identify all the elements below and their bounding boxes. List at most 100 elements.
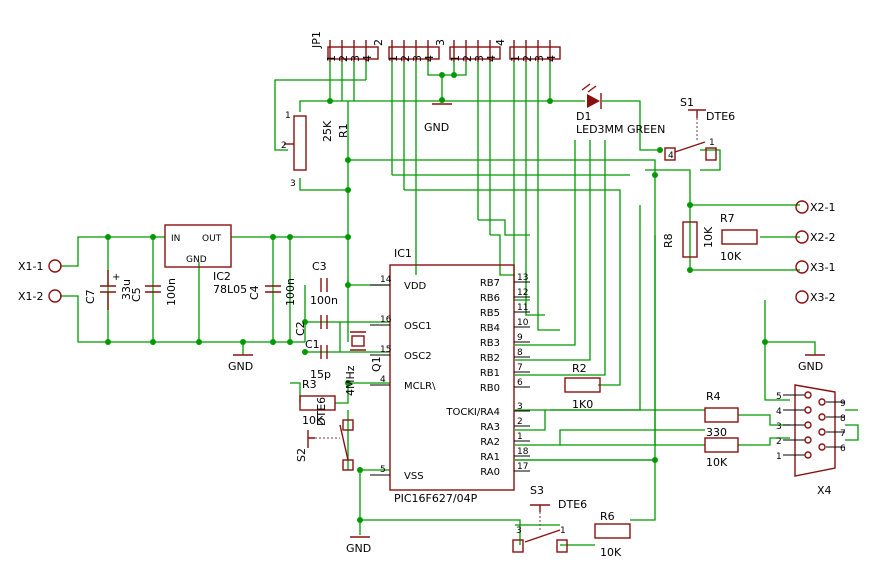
db9-pin-number: 9 <box>840 399 846 409</box>
r6-resistor: R6 10K <box>594 510 631 559</box>
db9-pin-hole <box>804 391 812 399</box>
jp4-label: 4 <box>494 39 507 46</box>
ic1-pin-number: 18 <box>517 447 529 457</box>
ic1-pin-number: 14 <box>380 275 392 285</box>
c4-name: C4 <box>248 285 261 300</box>
header-jp2: 2 <box>372 39 440 62</box>
pin-num: 3 <box>349 55 362 62</box>
r5-resistor: 10K <box>704 437 739 469</box>
c3-capacitor: C3 100n <box>310 260 338 307</box>
r1-value: 25K <box>321 120 334 142</box>
ic1-pin-number: 3 <box>517 402 523 412</box>
jp2-label: 2 <box>372 39 385 46</box>
ic1-pin-number: 12 <box>517 288 528 298</box>
pin-num: 2 <box>337 55 350 62</box>
x3-1-label: X3-1 <box>810 261 836 274</box>
r3-resistor: R3 10K <box>299 378 336 427</box>
x1-terminals: X1-1 X1-2 <box>18 259 62 303</box>
ic1-pin-label: OSC2 <box>404 351 432 362</box>
c1-capacitor: C1 15p <box>305 338 331 381</box>
wires <box>60 62 859 546</box>
ic1-pin-label: RB4 <box>480 323 500 334</box>
ic2-in: IN <box>171 234 180 244</box>
r8-resistor: R8 10K <box>662 221 715 258</box>
s1-pin: 4 <box>668 151 674 161</box>
db9-pin-hole <box>818 428 826 436</box>
pin-num: 2 <box>521 55 534 62</box>
db9-pin-hole <box>804 451 812 459</box>
pin-num: 4 <box>423 55 436 62</box>
c2-name: C2 <box>294 321 307 336</box>
header-jp1: JP1 <box>310 31 379 62</box>
x3-2-label: X3-2 <box>810 291 836 304</box>
pin-num: 4 <box>485 55 498 62</box>
s3-part: DTE6 <box>558 498 587 511</box>
ic1-pin-label: RA1 <box>480 452 500 463</box>
c2-capacitor: C2 <box>294 315 328 336</box>
r7-name: R7 <box>720 212 735 225</box>
r7-value: 10K <box>720 250 742 263</box>
pin-num: 1 <box>325 55 338 62</box>
gnd-label: GND <box>798 360 823 373</box>
db9-pin-number: 5 <box>776 392 782 402</box>
db9-pin-hole <box>818 398 826 406</box>
gnd-symbol-top: GND <box>424 103 452 134</box>
ic1-pin-number: 1 <box>517 432 523 442</box>
c4-value: 100n <box>284 278 297 306</box>
s2-switch: S2 DTE6 <box>295 397 354 471</box>
x2-terminals: X2-1 X2-2 <box>795 200 836 244</box>
s3-pin: 1 <box>560 526 566 536</box>
ic1-pin-label: VDD <box>404 281 427 292</box>
pin-num: 3 <box>533 55 546 62</box>
c1-value: 15p <box>310 368 331 381</box>
db9-pin-number: 8 <box>840 414 846 424</box>
ic1-pin-number: 5 <box>380 465 386 475</box>
r1-potentiometer: 1 2 3 25K R1 <box>281 111 350 189</box>
ic1-pin-number: 4 <box>380 375 386 385</box>
ic1-pin-number: 2 <box>517 417 523 427</box>
ic1-pin-label: MCLR\ <box>404 381 436 392</box>
x2-1-label: X2-1 <box>810 201 836 214</box>
ic2-out: OUT <box>202 234 222 244</box>
ic1-pin-label: RB2 <box>480 353 500 364</box>
jp3-label: 3 <box>434 39 447 46</box>
s3-pin: 3 <box>516 526 522 536</box>
gnd-label: GND <box>424 121 449 134</box>
header-jp3: 3 <box>434 39 501 62</box>
r6-value: 10K <box>600 546 622 559</box>
ic1-part: PIC16F627/04P <box>394 492 478 505</box>
db9-pin-hole <box>804 421 812 429</box>
db9-pin-hole <box>818 443 826 451</box>
gnd-label: GND <box>346 542 371 555</box>
ic1-pin-label: RB3 <box>480 338 500 349</box>
r1-pin: 1 <box>285 111 291 121</box>
s1-part: DTE6 <box>706 110 735 123</box>
d1-led: D1 LED3MM GREEN <box>576 83 665 136</box>
db9-pin-hole <box>818 413 826 421</box>
r8-value: 10K <box>702 226 715 248</box>
gnd-symbol-reg: GND <box>228 354 253 373</box>
pin-num: 3 <box>411 55 424 62</box>
r5-value: 10K <box>706 456 728 469</box>
ic1-pin-number: 11 <box>517 303 528 313</box>
db9-pin-hole <box>804 406 812 414</box>
x3-terminals: X3-1 X3-2 <box>795 260 836 304</box>
r1-pin: 3 <box>290 179 296 189</box>
c5-value: 100n <box>165 278 178 306</box>
s1-switch: S1 DTE6 4 1 <box>664 96 735 161</box>
c3-name: C3 <box>312 260 327 273</box>
pin-num: 3 <box>473 55 486 62</box>
s2-name: S2 <box>295 448 308 462</box>
ic1-pin-label: RB7 <box>480 278 500 289</box>
r3-name: R3 <box>302 378 317 391</box>
q1-crystal: 4MHz Q1 <box>344 331 383 396</box>
pin-num: 2 <box>399 55 412 62</box>
pin-num: 4 <box>361 55 374 62</box>
pin-num: 4 <box>545 55 558 62</box>
pin-num: 2 <box>461 55 474 62</box>
r1-pin: 2 <box>281 141 287 151</box>
